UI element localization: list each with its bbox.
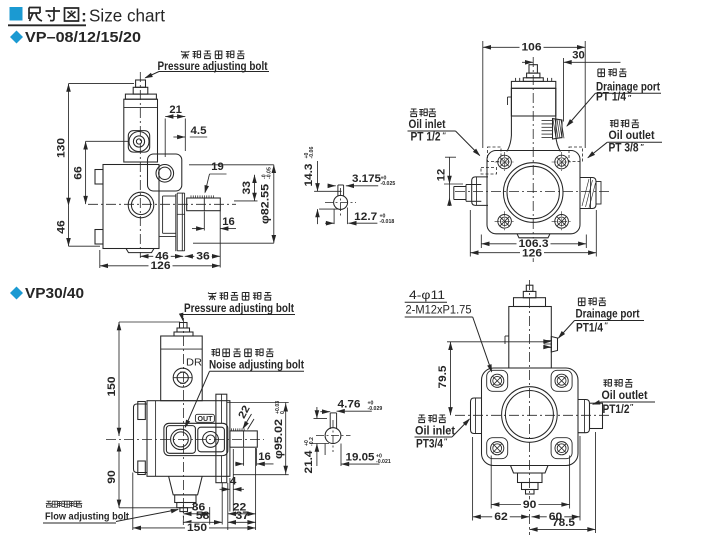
svg-text:2-M12xP1.75: 2-M12xP1.75 [406, 305, 472, 317]
svg-text:″: ″ [605, 323, 609, 330]
svg-text:150: 150 [106, 377, 118, 397]
svg-text:4.5: 4.5 [191, 125, 207, 137]
svg-text:Pressure adjusting bolt: Pressure adjusting bolt [184, 303, 294, 315]
svg-text:+0: +0 [376, 454, 382, 460]
svg-text:14.3: 14.3 [303, 164, 315, 187]
svg-text:″: ″ [443, 132, 447, 139]
svg-text:″: ″ [630, 404, 634, 411]
svg-text:PT 1/4: PT 1/4 [596, 92, 627, 104]
svg-text:-0.021: -0.021 [376, 459, 391, 465]
svg-text:PT1/4: PT1/4 [576, 323, 604, 335]
svg-text:58: 58 [196, 510, 210, 522]
svg-text:-0: -0 [261, 174, 267, 179]
svg-text:0: 0 [280, 411, 286, 414]
svg-text:-0.2: -0.2 [309, 437, 315, 446]
svg-text:-0.06: -0.06 [309, 147, 315, 159]
svg-text:106.3: 106.3 [519, 238, 549, 250]
svg-text:22: 22 [236, 403, 253, 420]
svg-text:PT 1/2: PT 1/2 [411, 132, 441, 144]
svg-text:19.05: 19.05 [346, 451, 375, 463]
svg-text:OUT: OUT [198, 414, 213, 423]
svg-text:4: 4 [230, 476, 237, 488]
svg-text:-0.05: -0.05 [267, 167, 273, 179]
svg-text:21.4: 21.4 [303, 451, 315, 474]
svg-text:22: 22 [233, 501, 247, 513]
svg-text:Pressure adjusting bolt: Pressure adjusting bolt [158, 61, 268, 73]
svg-text:Drainage port: Drainage port [576, 308, 640, 320]
svg-text:46: 46 [56, 220, 68, 234]
svg-text:3.175: 3.175 [352, 173, 381, 185]
svg-text:VP–08/12/15/20: VP–08/12/15/20 [25, 29, 141, 46]
svg-text:106: 106 [522, 42, 542, 54]
svg-text:Oil outlet: Oil outlet [602, 390, 648, 402]
svg-text:+0: +0 [304, 440, 310, 446]
svg-text:″: ″ [641, 144, 645, 151]
svg-text:4-φ11: 4-φ11 [409, 290, 445, 302]
svg-text:+0: +0 [380, 213, 386, 219]
svg-text:16: 16 [222, 216, 235, 228]
svg-text:PT3/4: PT3/4 [416, 439, 444, 451]
svg-text:φ82.55: φ82.55 [260, 184, 272, 224]
svg-text:150: 150 [187, 522, 207, 534]
svg-text:90: 90 [106, 470, 118, 484]
svg-text:36: 36 [196, 251, 210, 263]
svg-text:60: 60 [549, 511, 563, 523]
svg-text:PT1/2: PT1/2 [603, 404, 630, 416]
svg-text:62: 62 [494, 511, 508, 523]
svg-text:-0.025: -0.025 [381, 181, 396, 187]
svg-text:4.76: 4.76 [338, 398, 361, 410]
svg-text:VP30/40: VP30/40 [25, 285, 84, 302]
svg-text:DR: DR [186, 358, 202, 369]
svg-text:+0: +0 [368, 401, 374, 407]
svg-text:21: 21 [169, 104, 182, 116]
svg-text:79.5: 79.5 [437, 366, 449, 389]
svg-text:+0: +0 [381, 175, 387, 181]
svg-text:Flow adjusting bolt: Flow adjusting bolt [45, 511, 129, 523]
svg-text:16: 16 [258, 451, 271, 463]
svg-text:PT 3/8: PT 3/8 [609, 143, 640, 155]
svg-text:-0.029: -0.029 [368, 406, 383, 412]
svg-text:37: 37 [236, 510, 250, 522]
svg-text:Oil outlet: Oil outlet [609, 130, 655, 142]
svg-text:Oil inlet: Oil inlet [415, 425, 455, 437]
svg-text:-0.018: -0.018 [380, 219, 395, 225]
svg-text:90: 90 [523, 499, 537, 511]
svg-text:30: 30 [572, 50, 585, 62]
svg-text:19: 19 [211, 161, 224, 173]
svg-text:46: 46 [155, 251, 169, 263]
svg-text:78.5: 78.5 [552, 517, 575, 529]
svg-text:36: 36 [192, 501, 206, 513]
svg-text:Oil inlet: Oil inlet [409, 119, 446, 131]
svg-text:12: 12 [435, 169, 447, 182]
svg-text:66: 66 [73, 166, 85, 180]
svg-text:+0.03: +0.03 [275, 401, 281, 414]
svg-text:″: ″ [628, 95, 632, 102]
svg-text:Drainage port: Drainage port [596, 82, 660, 94]
svg-text:φ95.02: φ95.02 [273, 419, 285, 459]
svg-text:33: 33 [241, 181, 253, 195]
svg-text::: : [81, 6, 87, 25]
svg-text:126: 126 [522, 247, 542, 259]
svg-text:130: 130 [56, 138, 68, 158]
svg-text:Noise adjusting bolt: Noise adjusting bolt [209, 359, 304, 371]
svg-text:″: ″ [444, 439, 448, 446]
svg-text:Size chart: Size chart [89, 6, 165, 26]
svg-text:126: 126 [151, 260, 171, 272]
svg-text:+0: +0 [304, 152, 310, 158]
svg-text:12.7: 12.7 [354, 211, 377, 223]
